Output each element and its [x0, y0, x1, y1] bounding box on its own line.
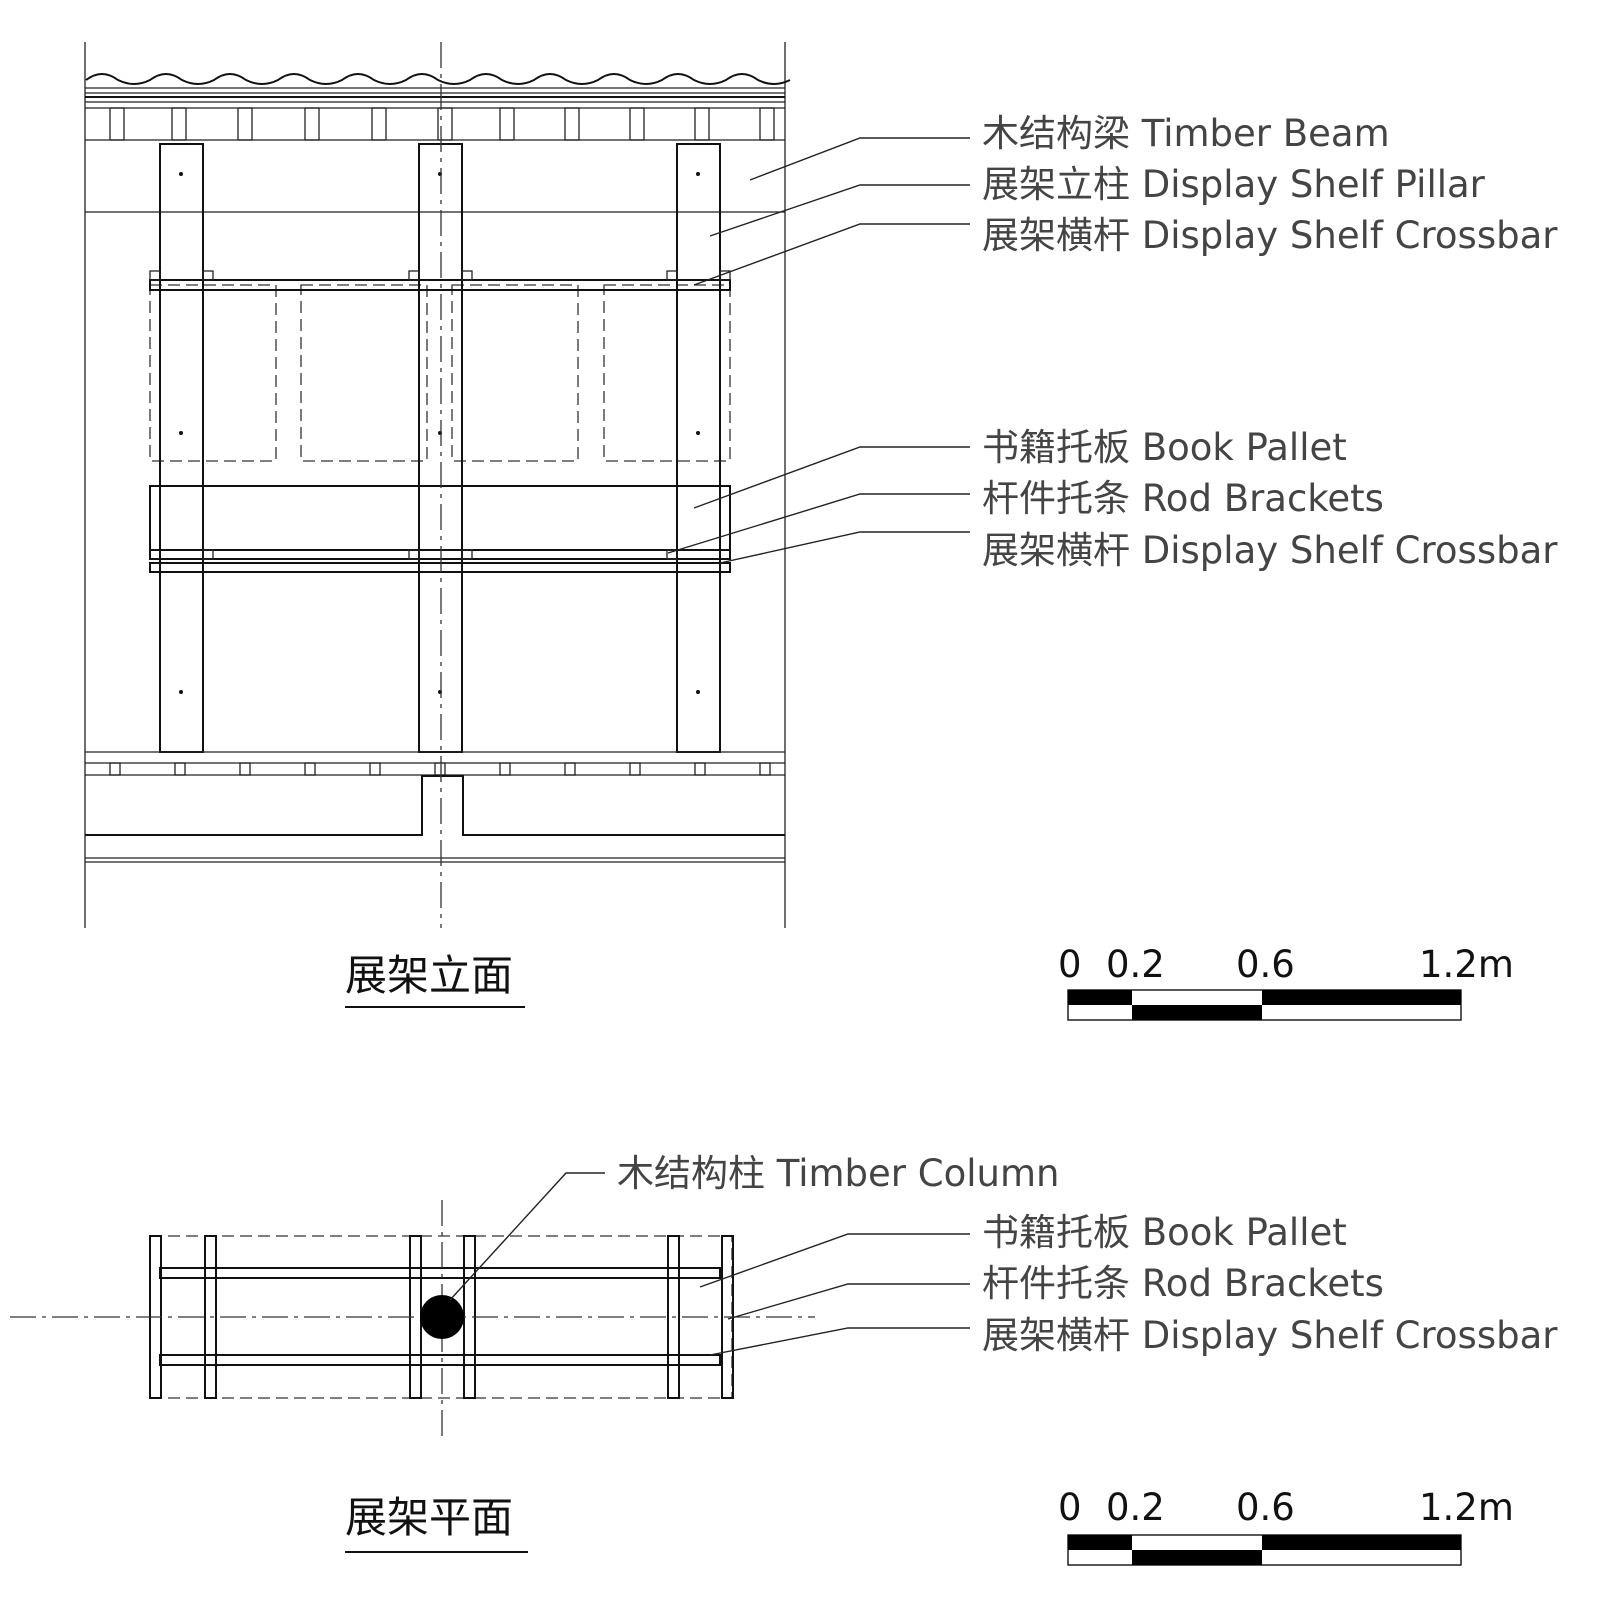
- floor: [85, 751, 785, 863]
- label-plan-rod-brackets: 杆件托条 Rod Brackets: [982, 1262, 1384, 1305]
- roof-rafters: [109, 107, 775, 141]
- rafter: [109, 107, 125, 141]
- label-plan-shelf-crossbar: 展架横杆 Display Shelf Crossbar: [982, 1314, 1558, 1357]
- floor-joist: [564, 762, 576, 776]
- elevation-scale-bar: 0 0.2 0.6 1.2m: [1058, 943, 1514, 1021]
- label-book-pallet: 书籍托板 Book Pallet: [982, 426, 1347, 469]
- floor-joist: [304, 762, 316, 776]
- label-shelf-pillar: 展架立柱 Display Shelf Pillar: [982, 163, 1486, 206]
- floor-joist: [434, 762, 446, 776]
- roof-tiles: [85, 73, 791, 109]
- top-crossbar: [149, 270, 731, 291]
- scale-tick-0-6: 0.6: [1236, 943, 1295, 986]
- rafter: [564, 107, 580, 141]
- elevation-leaders: [667, 137, 970, 564]
- rafter: [629, 107, 645, 141]
- rafter: [694, 107, 710, 141]
- rafter: [237, 107, 253, 141]
- floor-joist: [694, 762, 706, 776]
- plan-title: 展架平面: [345, 1493, 513, 1542]
- floor-joist: [174, 762, 186, 776]
- floor-joist: [109, 762, 121, 776]
- floor-joist: [369, 762, 381, 776]
- plan-scale-tick-0-2: 0.2: [1106, 1486, 1165, 1529]
- scale-tick-0: 0: [1058, 943, 1082, 986]
- rafter: [371, 107, 387, 141]
- plan-leaders: [449, 1172, 970, 1356]
- label-shelf-crossbar-top: 展架横杆 Display Shelf Crossbar: [982, 214, 1558, 257]
- shelf-pillars: [159, 143, 721, 753]
- elevation-title: 展架立面: [345, 951, 513, 1000]
- floor-joist: [239, 762, 251, 776]
- scale-tick-0-2: 0.2: [1106, 943, 1165, 986]
- rafter: [759, 107, 775, 141]
- plan-view: 木结构柱 Timber Column 书籍托板 Book Pallet 杆件托条…: [10, 1152, 1558, 1566]
- plan-scale-bar: 0 0.2 0.6 1.2m: [1058, 1486, 1514, 1566]
- label-plan-book-pallet: 书籍托板 Book Pallet: [982, 1211, 1347, 1254]
- rafter: [304, 107, 320, 141]
- floor-joist: [629, 762, 641, 776]
- pillar-left: [159, 143, 204, 753]
- timber-column: [420, 1295, 464, 1339]
- upper-pallet-outlines: [149, 284, 731, 462]
- label-timber-column: 木结构柱 Timber Column: [617, 1152, 1059, 1195]
- label-rod-brackets: 杆件托条 Rod Brackets: [982, 477, 1384, 520]
- rafter: [499, 107, 515, 141]
- book-pallet: [149, 485, 731, 551]
- mid-crossbar: [149, 549, 731, 573]
- label-timber-beam: 木结构梁 Timber Beam: [982, 112, 1390, 155]
- plan-scale-tick-0: 0: [1058, 1486, 1082, 1529]
- elevation-view: 木结构梁 Timber Beam 展架立柱 Display Shelf Pill…: [84, 42, 1558, 1021]
- plan-scale-tick-1-2: 1.2m: [1419, 1486, 1514, 1529]
- label-shelf-crossbar-mid: 展架横杆 Display Shelf Crossbar: [982, 529, 1558, 572]
- rafter: [171, 107, 187, 141]
- rafter: [437, 107, 453, 141]
- plan-scale-tick-0-6: 0.6: [1236, 1486, 1295, 1529]
- floor-joist: [759, 762, 771, 776]
- floor-joist: [499, 762, 511, 776]
- scale-tick-1-2: 1.2m: [1419, 943, 1514, 986]
